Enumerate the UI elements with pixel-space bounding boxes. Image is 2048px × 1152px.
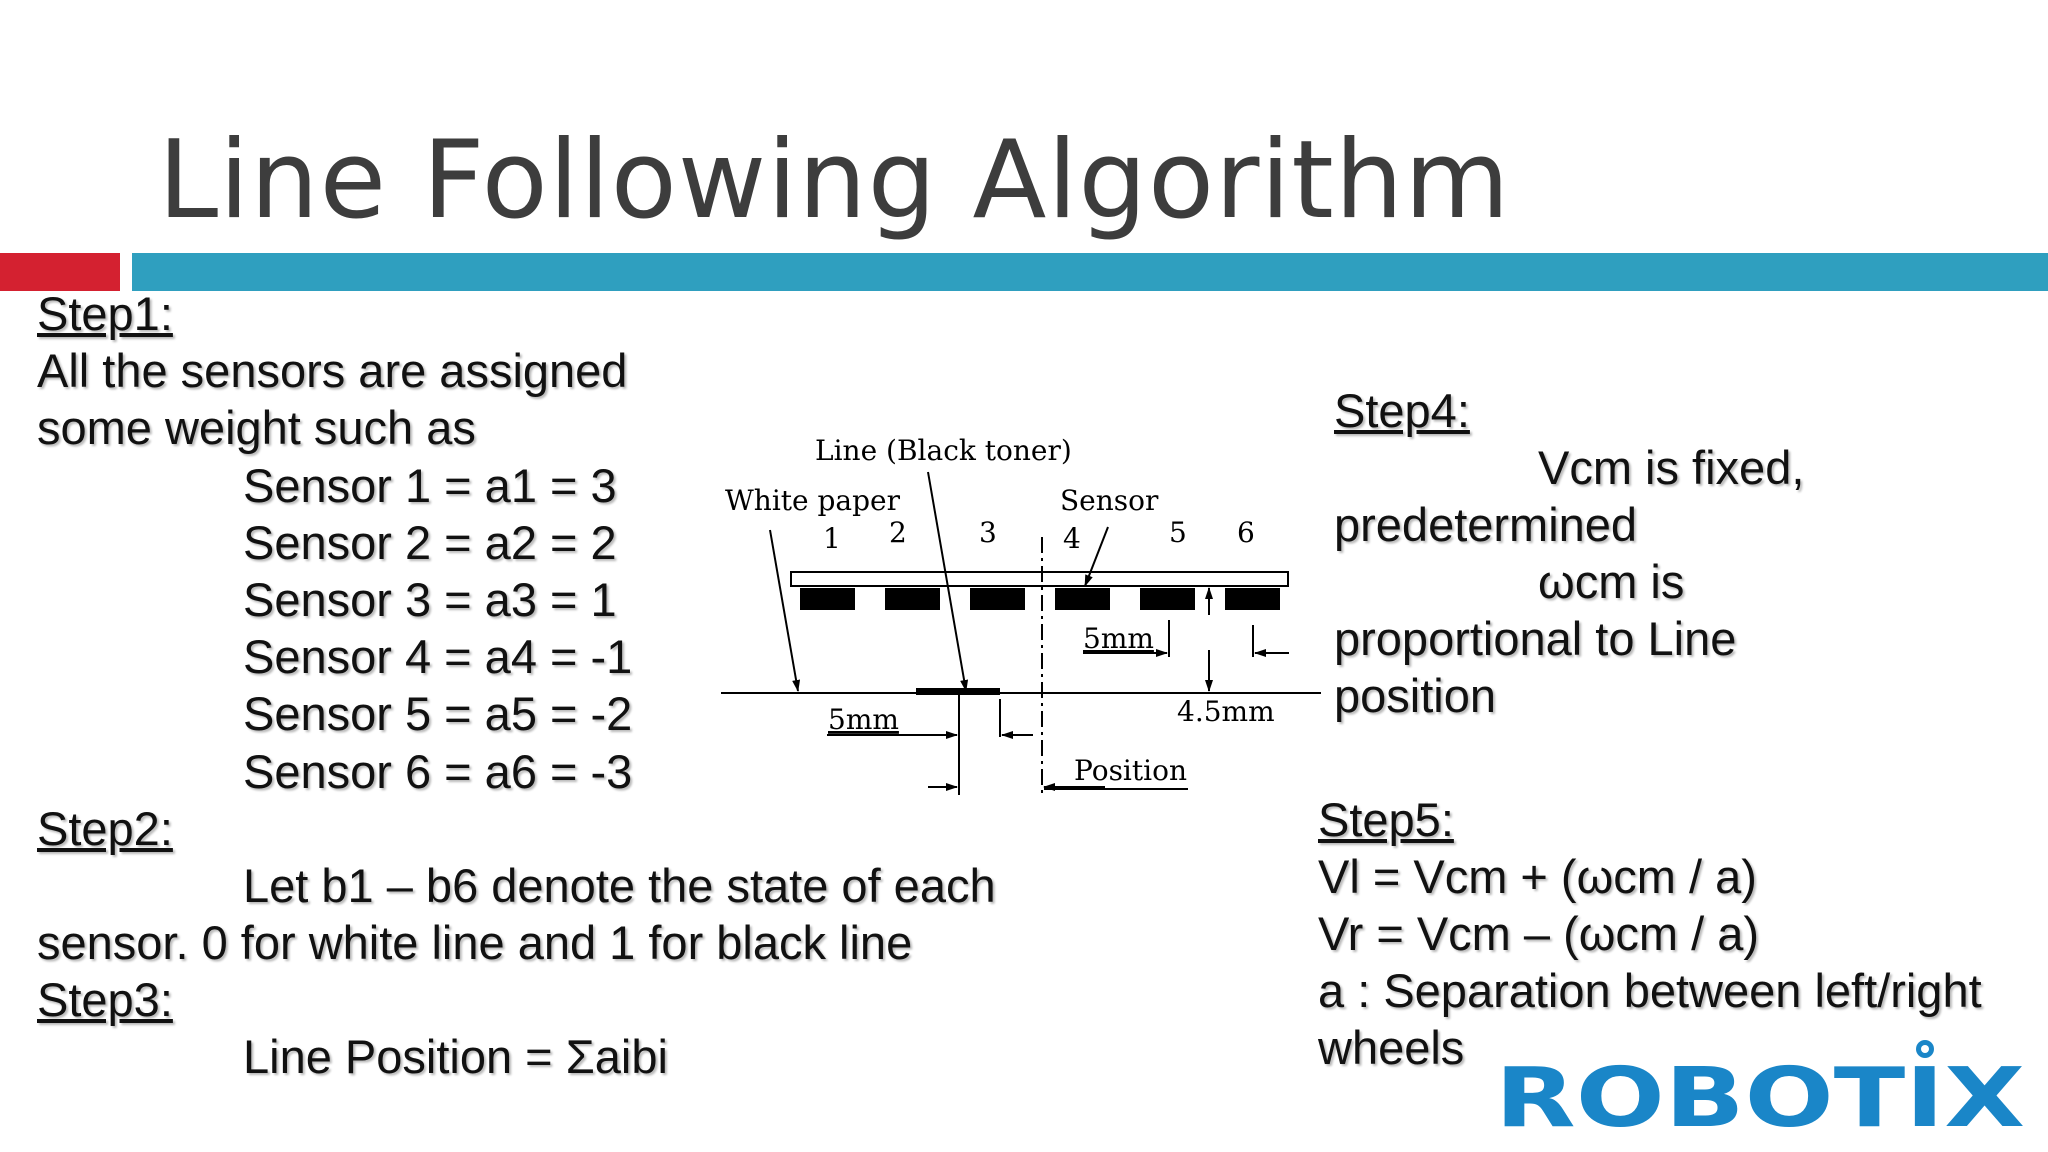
sensor-number-3: 3 (979, 516, 997, 549)
dimension-4-5mm: 4.5mm (1177, 695, 1275, 728)
robotix-logo-text: ROBOTIX (1495, 1051, 2025, 1138)
sensor-label: Sensor (1060, 484, 1159, 517)
sensor-number-1: 1 (823, 522, 841, 555)
sensor-4 (1055, 588, 1110, 610)
step1-line2: some weight such as (37, 401, 476, 454)
step5-heading: Step5: (1318, 793, 1454, 846)
line-leader-arrow (927, 471, 969, 692)
step4-line5: position (1334, 669, 1496, 722)
step3-line1: Line Position = Σaibi (243, 1030, 668, 1083)
sensor-2 (885, 588, 940, 610)
black-line-strip (916, 688, 1000, 695)
gear-icon (1916, 1040, 1934, 1058)
step5-line2: Vr = Vcm – (ωcm / a) (1318, 907, 1760, 960)
sensor-6 (1225, 588, 1280, 610)
sensor-1 (800, 588, 855, 610)
title-accent-bar-red (0, 253, 120, 291)
step4-line3: ωcm is (1538, 555, 1685, 608)
step5-line4: wheels (1318, 1021, 1465, 1074)
sensor-3 (970, 588, 1025, 610)
white-paper-leader-arrow (769, 529, 801, 692)
step2-heading: Step2: (37, 802, 173, 855)
step4-line2: predetermined (1334, 498, 1638, 551)
step2-line2: sensor. 0 for white line and 1 for black… (37, 916, 913, 969)
step5-line1: Vl = Vcm + (ωcm / a) (1318, 850, 1757, 903)
sensor-number-5: 5 (1169, 516, 1187, 549)
sensor-5 (1140, 588, 1195, 610)
step4-line4: proportional to Line (1334, 612, 1737, 665)
sensor-weight-2: Sensor 2 = a2 = 2 (243, 516, 617, 569)
step1-line1: All the sensors are assigned (37, 344, 628, 397)
step2-line1: Let b1 – b6 denote the state of each (243, 859, 996, 912)
sensor-array-diagram: Line (Black toner) White paper Sensor 1 … (721, 434, 1321, 795)
robotix-logo: ROBOTIX (1495, 1040, 2025, 1138)
white-paper-label: White paper (725, 484, 901, 517)
line-black-toner-label: Line (Black toner) (815, 434, 1072, 467)
title-accent-bar-blue (132, 253, 2048, 291)
dimension-5mm-bottom: 5mm (828, 703, 899, 736)
step5-line3: a : Separation between left/right (1318, 964, 1982, 1017)
sensor-number-6: 6 (1237, 516, 1255, 549)
sensor-weight-6: Sensor 6 = a6 = -3 (243, 745, 633, 798)
position-label: Position (1074, 754, 1187, 787)
sensor-number-2: 2 (889, 516, 907, 549)
slide-title: Line Following Algorithm (158, 118, 1511, 243)
step3-heading: Step3: (37, 973, 173, 1026)
step1-heading: Step1: (37, 287, 173, 340)
step4-heading: Step4: (1334, 384, 1470, 437)
dimension-5mm-top: 5mm (1083, 622, 1154, 655)
sensor-weight-4: Sensor 4 = a4 = -1 (243, 630, 633, 683)
sensor-leader-arrow (1084, 526, 1109, 587)
step4-line1: Vcm is fixed, (1538, 441, 1805, 494)
sensor-number-4: 4 (1063, 522, 1081, 555)
sensor-weight-3: Sensor 3 = a3 = 1 (243, 573, 617, 626)
sensor-weight-1: Sensor 1 = a1 = 3 (243, 459, 617, 512)
sensor-board (790, 571, 1289, 587)
sensor-weight-5: Sensor 5 = a5 = -2 (243, 687, 633, 740)
